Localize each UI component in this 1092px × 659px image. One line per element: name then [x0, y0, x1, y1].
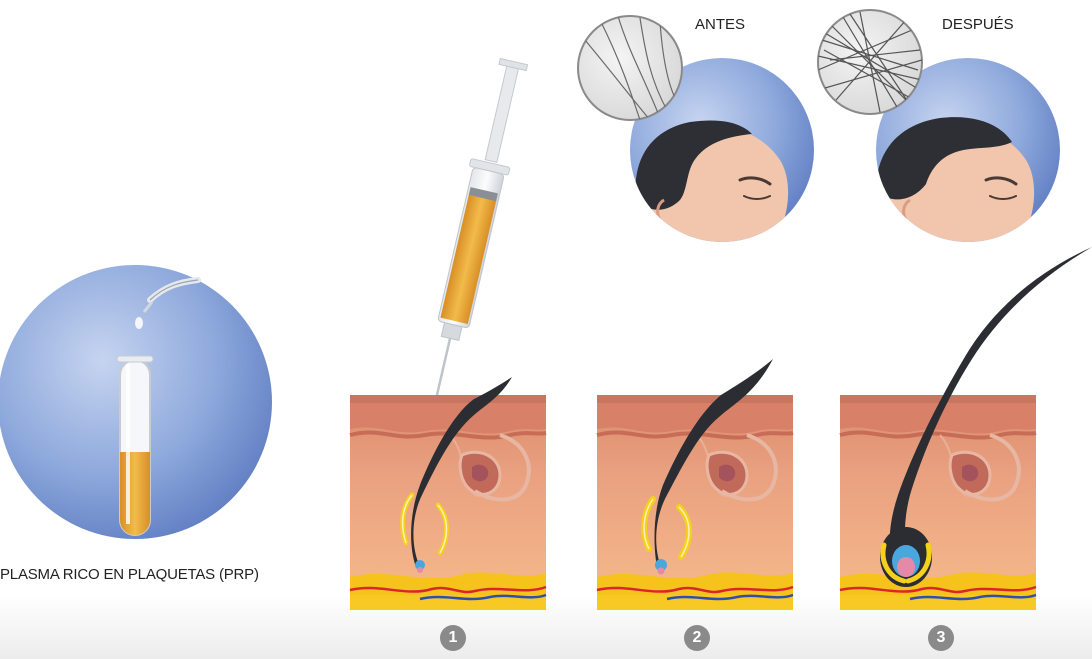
- step-badge-2: 2: [684, 625, 710, 651]
- after-hair-zoom: [818, 10, 922, 114]
- skin-panel-1: [350, 377, 546, 610]
- step-badge-1: 1: [440, 625, 466, 651]
- prp-label: PLASMA RICO EN PLAQUETAS (PRP): [0, 566, 259, 583]
- after-label: DESPUÉS: [942, 16, 1014, 33]
- prp-sphere: [0, 265, 272, 542]
- skin-panel-3: [840, 247, 1092, 610]
- before-hair-zoom: [578, 16, 682, 120]
- test-tube: [117, 356, 153, 542]
- before-label: ANTES: [695, 16, 745, 33]
- step-badge-3: 3: [928, 625, 954, 651]
- skin-panel-2: [597, 359, 793, 610]
